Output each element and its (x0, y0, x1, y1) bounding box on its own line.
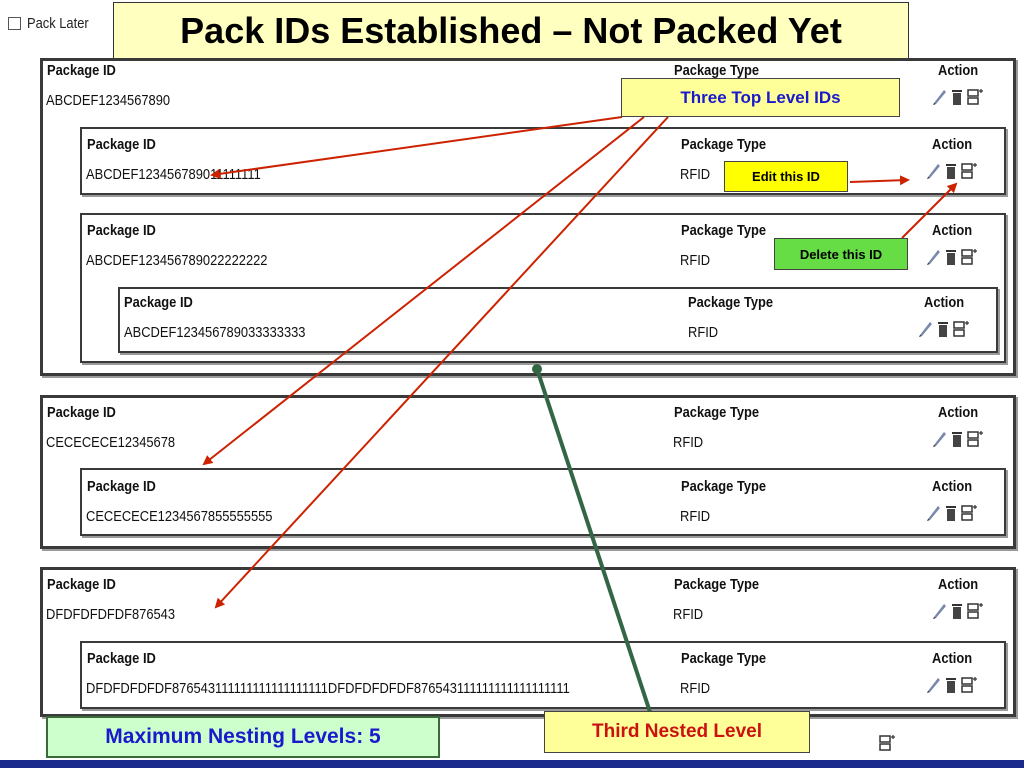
callout-edit-this-id: Edit this ID (724, 161, 848, 192)
package-id-value: ABCDEF123456789033333333 (124, 324, 306, 341)
pack-later-checkbox[interactable] (8, 16, 21, 30)
package-block-2a (80, 468, 1006, 536)
edit-pencil-icon[interactable] (932, 602, 948, 625)
nest-package-icon[interactable] (966, 602, 984, 625)
package-id-value: CECECECE12345678 (46, 434, 176, 451)
col-header-package-type: Package Type (681, 136, 767, 153)
nest-package-icon[interactable] (960, 248, 978, 271)
pack-later-toggle[interactable]: Pack Later (8, 12, 99, 34)
col-header-package-id: Package ID (47, 576, 116, 593)
edit-pencil-icon[interactable] (926, 248, 942, 271)
col-header-package-type: Package Type (688, 294, 774, 311)
edit-pencil-icon[interactable] (932, 430, 948, 453)
edit-pencil-icon[interactable] (926, 162, 942, 185)
nest-package-icon[interactable] (952, 320, 970, 343)
delete-trash-icon[interactable] (951, 602, 963, 625)
nest-package-icon[interactable] (960, 162, 978, 185)
col-header-package-id: Package ID (87, 650, 156, 667)
page-title: Pack IDs Established – Not Packed Yet (113, 2, 909, 60)
nest-package-icon[interactable] (966, 430, 984, 453)
col-header-package-type: Package Type (674, 62, 760, 79)
col-header-package-type: Package Type (674, 404, 760, 421)
col-header-package-id: Package ID (47, 404, 116, 421)
package-type-value: RFID (680, 680, 711, 697)
package-type-value: RFID (673, 606, 704, 623)
delete-trash-icon[interactable] (945, 162, 957, 185)
edit-pencil-icon[interactable] (918, 320, 934, 343)
package-block-1b1 (118, 287, 998, 353)
col-header-action: Action (932, 136, 973, 153)
edit-pencil-icon[interactable] (926, 504, 942, 527)
callout-delete-this-id: Delete this ID (774, 238, 908, 270)
action-icons (932, 602, 984, 625)
col-header-package-id: Package ID (87, 136, 156, 153)
col-header-package-id: Package ID (87, 478, 156, 495)
action-icons (926, 162, 978, 185)
action-icons (918, 320, 970, 343)
nest-package-icon[interactable] (960, 504, 978, 527)
col-header-action: Action (932, 222, 973, 239)
action-icons (926, 248, 978, 271)
nest-package-icon[interactable] (960, 676, 978, 699)
col-header-package-type: Package Type (681, 222, 767, 239)
package-type-value: RFID (680, 508, 711, 525)
package-id-value: DFDFDFDFDF876543 (46, 606, 176, 623)
col-header-package-id: Package ID (87, 222, 156, 239)
delete-trash-icon[interactable] (937, 320, 949, 343)
col-header-action: Action (932, 650, 973, 667)
col-header-package-id: Package ID (47, 62, 116, 79)
nest-package-icon[interactable] (878, 734, 896, 757)
col-header-action: Action (938, 576, 979, 593)
col-header-package-id: Package ID (124, 294, 193, 311)
package-type-value: RFID (680, 252, 711, 269)
package-type-value: RFID (673, 434, 704, 451)
action-icons (932, 430, 984, 453)
col-header-action: Action (938, 62, 979, 79)
col-header-action: Action (932, 478, 973, 495)
col-header-action: Action (938, 404, 979, 421)
package-type-value: RFID (688, 324, 719, 341)
package-block-1a (80, 127, 1006, 195)
edit-pencil-icon[interactable] (926, 676, 942, 699)
action-icons (932, 88, 984, 111)
col-header-package-type: Package Type (681, 650, 767, 667)
package-id-value: CECECECE1234567855555555 (86, 508, 273, 525)
delete-trash-icon[interactable] (945, 248, 957, 271)
package-id-clip: DFDFDFDFDF876543111111111111111111DFDFDF… (86, 678, 646, 700)
package-id-value: DFDFDFDFDF876543111111111111111111DFDFDF… (86, 680, 570, 697)
slide-bottom-bar (0, 760, 1024, 768)
delete-trash-icon[interactable] (945, 504, 957, 527)
nest-package-icon[interactable] (966, 88, 984, 111)
delete-trash-icon[interactable] (945, 676, 957, 699)
col-header-action: Action (924, 294, 965, 311)
edit-pencil-icon[interactable] (932, 88, 948, 111)
callout-three-top-level-ids: Three Top Level IDs (621, 78, 900, 117)
col-header-package-type: Package Type (681, 478, 767, 495)
package-id-value: ABCDEF123456789022222222 (86, 252, 268, 269)
callout-third-nested-level: Third Nested Level (544, 711, 810, 753)
delete-trash-icon[interactable] (951, 88, 963, 111)
action-icons (926, 676, 978, 699)
package-type-value: RFID (680, 166, 711, 183)
delete-trash-icon[interactable] (951, 430, 963, 453)
pack-later-label: Pack Later (27, 14, 89, 32)
col-header-package-type: Package Type (674, 576, 760, 593)
callout-max-nesting-levels: Maximum Nesting Levels: 5 (46, 716, 440, 758)
package-id-value: ABCDEF123456789011111111 (86, 166, 261, 183)
package-id-value: ABCDEF1234567890 (46, 92, 171, 109)
action-icons (926, 504, 978, 527)
